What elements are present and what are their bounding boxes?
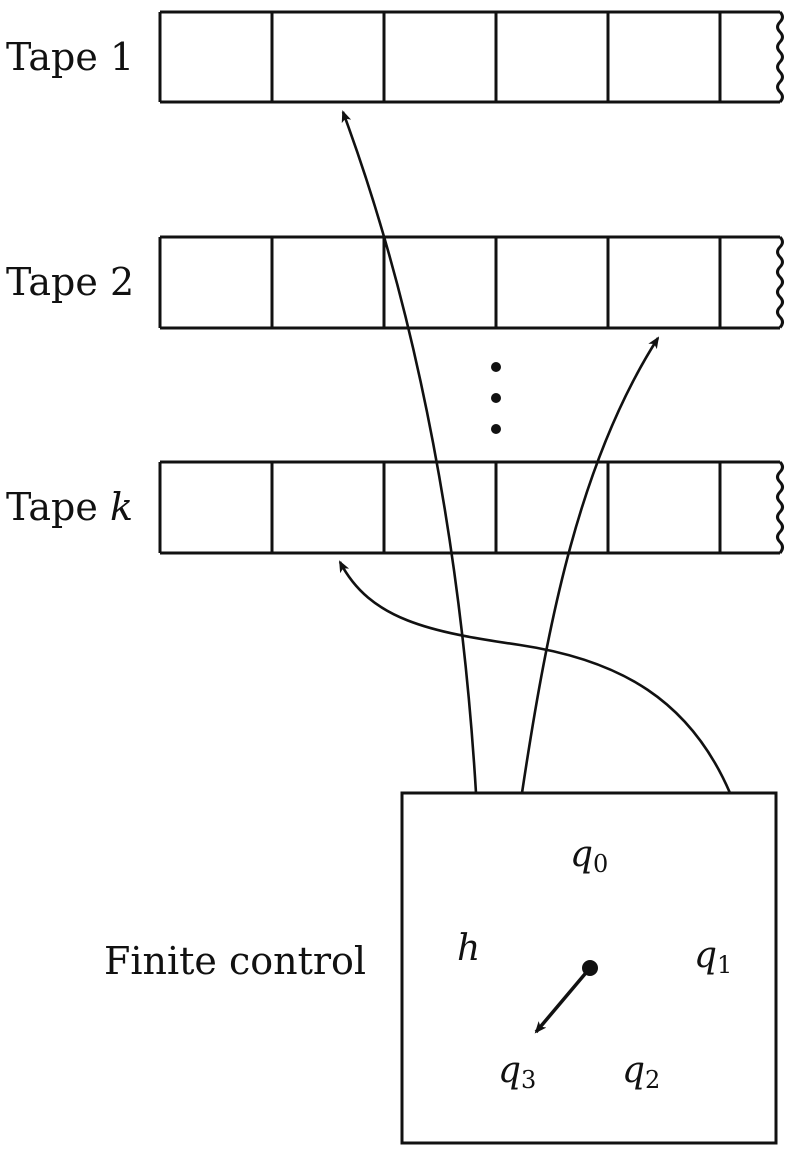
state-q3: q3 <box>498 1050 536 1094</box>
current-state-pointer-arrow <box>534 966 592 1034</box>
ellipsis-dots <box>491 362 501 434</box>
tape-2: Tape 2 <box>6 235 784 330</box>
state-q1: q1 <box>694 935 732 979</box>
state-h: h <box>457 928 480 969</box>
head-arrow-tape-k <box>338 560 732 794</box>
finite-control-box <box>400 791 778 1145</box>
finite-control: Finite control q0 h q1 q3 q2 <box>104 791 778 1145</box>
tape-1-torn-edge <box>776 10 784 104</box>
finite-control-label: Finite control <box>104 939 366 983</box>
tape-1-label: Tape 1 <box>6 35 134 79</box>
head-arrow-tape-2 <box>520 336 660 794</box>
tape-k: Tape k <box>6 460 784 555</box>
state-q2: q2 <box>622 1050 660 1094</box>
tape-k-torn-edge <box>776 460 784 554</box>
head-arrow-tape-1 <box>341 110 478 794</box>
tape-k-label: Tape k <box>6 485 133 529</box>
tape-2-torn-edge <box>776 235 784 329</box>
tape-2-label: Tape 2 <box>6 260 134 304</box>
state-q0: q0 <box>570 834 608 878</box>
tape-1: Tape 1 <box>6 10 784 104</box>
